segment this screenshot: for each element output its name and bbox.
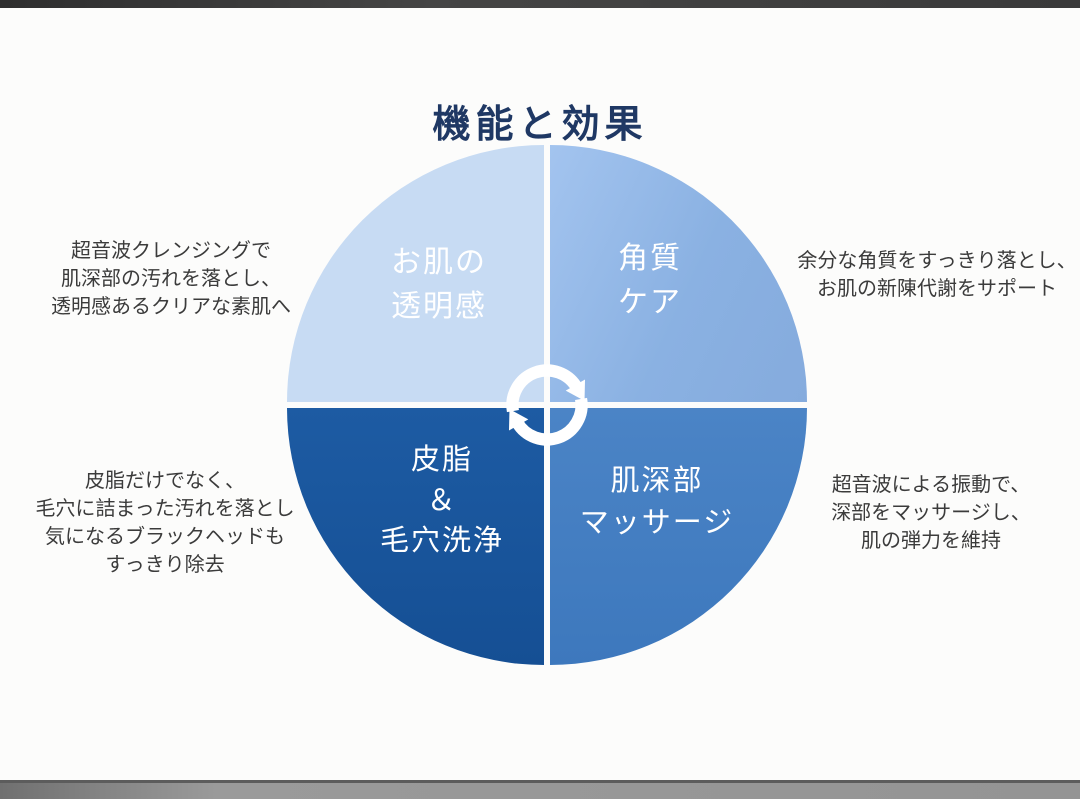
quadrant-label-top-right: 角質 ケア — [618, 241, 682, 320]
cycle-arrows-icon — [506, 364, 588, 446]
annotation-top-left: 超音波クレンジングで 肌深部の汚れを落とし、 透明感あるクリアな素肌へ — [51, 238, 291, 318]
quadrant-label-bottom-right: 肌深部 マッサージ — [579, 463, 735, 540]
annotation-bottom-left: 皮脂だけでなく、 毛穴に詰まった汚れを落とし 気になるブラックヘッドも すっきり… — [35, 468, 295, 576]
annotation-bottom-right: 超音波による振動で、 深部をマッサージし、 肌の弾力を維持 — [831, 472, 1031, 552]
bottom-edge-bar — [0, 780, 1080, 799]
annotation-top-right: 余分な角質をすっきり落とし、 お肌の新陳代謝をサポート — [797, 248, 1077, 300]
quadrant-cycle-diagram: お肌の 透明感 角質 ケア 皮脂 ＆ 毛穴洗浄 肌深部 マッサージ — [287, 145, 807, 665]
top-edge-bar — [0, 0, 1080, 8]
quadrant-label-bottom-left: 皮脂 ＆ 毛穴洗浄 — [379, 442, 504, 558]
quadrant-label-top-left: お肌の 透明感 — [391, 245, 487, 324]
page-title: 機能と効果 — [432, 101, 648, 147]
